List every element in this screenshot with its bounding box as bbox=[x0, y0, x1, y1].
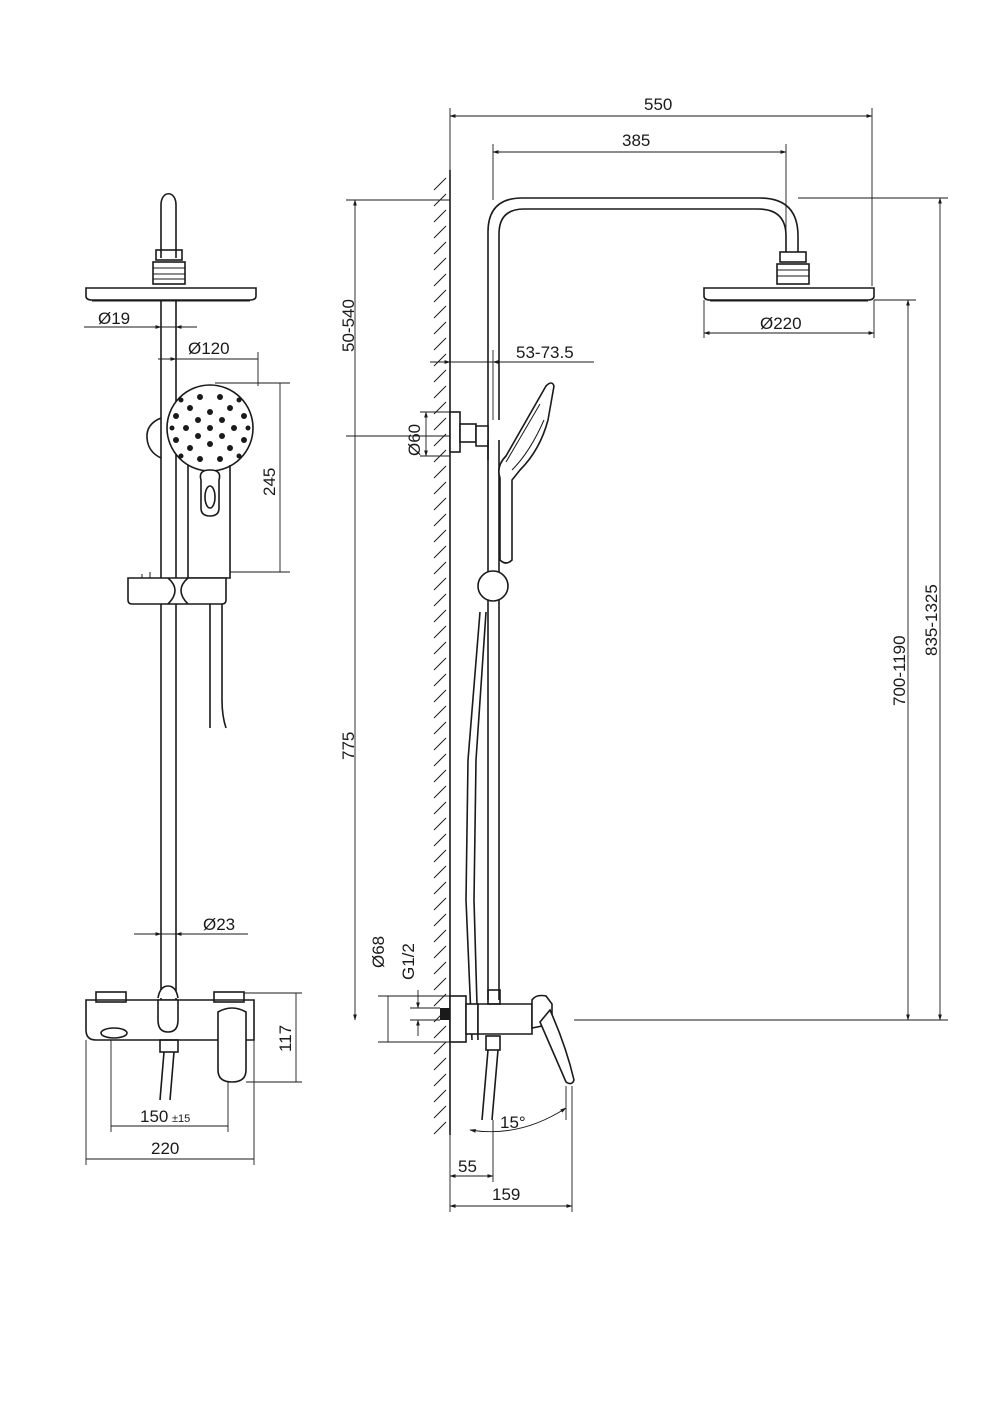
dim-head-height: 700-1190 bbox=[890, 635, 909, 706]
dim-mixer-width: 220 bbox=[151, 1139, 179, 1158]
hatch-line bbox=[433, 609, 447, 623]
dim-rail-diameter: Ø23 bbox=[203, 915, 235, 934]
nozzle-dots bbox=[169, 394, 251, 462]
dim-bracket-offset: 53-73.5 bbox=[516, 343, 574, 362]
rain-shower-head-front bbox=[85, 287, 257, 301]
hatch-line bbox=[433, 481, 447, 495]
hatch-line bbox=[433, 273, 447, 287]
hatch-line bbox=[433, 801, 447, 815]
hatch-line bbox=[433, 465, 447, 479]
hatch-line bbox=[433, 737, 447, 751]
hatch-line bbox=[433, 1105, 447, 1119]
dim-mixer-height: 117 bbox=[276, 1025, 295, 1052]
hatch-line bbox=[433, 785, 447, 799]
hatch-line bbox=[433, 705, 447, 719]
hatch-line bbox=[433, 1025, 447, 1039]
front-view: Ø19 Ø120 245 Ø23 117 150 ±15 220 bbox=[84, 192, 302, 1165]
hatch-line bbox=[433, 865, 447, 879]
hatch-line bbox=[433, 369, 447, 383]
hatch-line bbox=[433, 417, 447, 431]
hatch-line bbox=[433, 225, 447, 239]
hatch-line bbox=[433, 961, 447, 975]
hatch-line bbox=[433, 689, 447, 703]
dim-mixer-projection: 159 bbox=[492, 1185, 520, 1204]
dim-inlet-tolerance: ±15 bbox=[172, 1113, 190, 1125]
dim-inlet-spacing: 150 bbox=[140, 1107, 168, 1126]
dim-handshower-diameter: Ø120 bbox=[188, 339, 230, 358]
dim-total-projection: 550 bbox=[644, 95, 672, 114]
side-view: 550 385 Ø220 50-540 775 Ø60 53-73.5 700-… bbox=[339, 95, 948, 1212]
hatch-line bbox=[433, 945, 447, 959]
hatch-line bbox=[433, 321, 447, 335]
hatch-line bbox=[433, 513, 447, 527]
hatch-line bbox=[433, 721, 447, 735]
hatch-line bbox=[433, 577, 447, 591]
hatch-line bbox=[433, 1041, 447, 1055]
dim-rail-length: 775 bbox=[339, 732, 358, 760]
hatch-line bbox=[433, 849, 447, 863]
hatch-line bbox=[433, 289, 447, 303]
hatch-line bbox=[433, 753, 447, 767]
hatch-line bbox=[433, 1089, 447, 1103]
hatch-line bbox=[433, 337, 447, 351]
hatch-line bbox=[433, 977, 447, 991]
hatch-line bbox=[433, 881, 447, 895]
hatch-line bbox=[433, 545, 447, 559]
mixer-side bbox=[440, 989, 575, 1121]
dim-pipe-diameter: Ø19 bbox=[98, 309, 130, 328]
hatch-line bbox=[433, 897, 447, 911]
hatch-line bbox=[433, 209, 447, 223]
dim-bracket-diameter: Ø60 bbox=[405, 424, 424, 456]
mixer-front bbox=[85, 985, 255, 1101]
rain-shower-head-side bbox=[703, 287, 875, 301]
hatch-line bbox=[433, 673, 447, 687]
hatch-line bbox=[433, 353, 447, 367]
hatch-line bbox=[433, 385, 447, 399]
hatch-line bbox=[433, 305, 447, 319]
dim-lever-angle: 15° bbox=[500, 1113, 526, 1132]
hatch-line bbox=[433, 657, 447, 671]
hatch-line bbox=[433, 817, 447, 831]
dim-total-height: 835-1325 bbox=[922, 584, 941, 656]
hatch-line bbox=[433, 257, 447, 271]
hatch-line bbox=[433, 641, 447, 655]
dim-thread: G1/2 bbox=[399, 943, 418, 980]
hatch-line bbox=[433, 1057, 447, 1071]
hand-shower-side bbox=[498, 382, 555, 564]
dim-head-diameter: Ø220 bbox=[760, 314, 802, 333]
hatch-line bbox=[433, 929, 447, 943]
hatch-line bbox=[433, 529, 447, 543]
dim-inlet-projection: 55 bbox=[458, 1157, 477, 1176]
hatch-line bbox=[433, 833, 447, 847]
hatch-line bbox=[433, 769, 447, 783]
dim-flange-diameter: Ø68 bbox=[369, 936, 388, 968]
hatch-line bbox=[433, 241, 447, 255]
hatch-line bbox=[433, 625, 447, 639]
hatch-line bbox=[433, 497, 447, 511]
wall-hatching bbox=[433, 177, 447, 1135]
hatch-line bbox=[433, 593, 447, 607]
hatch-line bbox=[433, 177, 447, 191]
hatch-line bbox=[433, 561, 447, 575]
dim-handshower-length: 245 bbox=[260, 468, 279, 496]
hatch-line bbox=[433, 1073, 447, 1087]
dim-top-adjust: 50-540 bbox=[339, 299, 358, 352]
hatch-line bbox=[433, 913, 447, 927]
hatch-line bbox=[433, 1121, 447, 1135]
dim-arm-projection: 385 bbox=[622, 131, 650, 150]
